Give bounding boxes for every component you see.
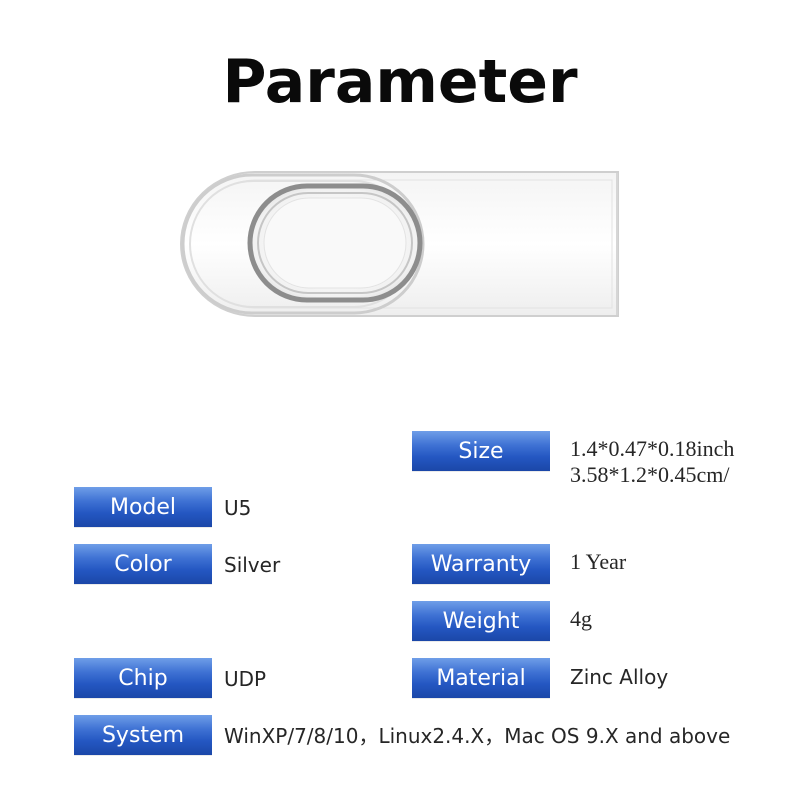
- weight-label: Weight: [412, 601, 550, 641]
- color-value: Silver: [224, 553, 281, 577]
- color-label: Color: [74, 544, 212, 584]
- usb-flash-drive-icon: [180, 171, 619, 317]
- warranty-label: Warranty: [412, 544, 550, 584]
- chip-value: UDP: [224, 667, 267, 691]
- system-value: WinXP/7/8/10，Linux2.4.X，Mac OS 9.X and a…: [224, 724, 731, 748]
- material-label: Material: [412, 658, 550, 698]
- weight-value: 4g: [570, 606, 592, 631]
- chip-label: Chip: [74, 658, 212, 698]
- size-value-cm: 3.58*1.2*0.45cm/: [570, 462, 730, 487]
- size-label: Size: [412, 431, 550, 471]
- model-label: Model: [74, 487, 212, 527]
- page-title: Parameter: [222, 47, 578, 117]
- system-label: System: [74, 715, 212, 755]
- model-value: U5: [224, 496, 252, 520]
- warranty-value: 1 Year: [570, 549, 627, 574]
- material-value: Zinc Alloy: [570, 665, 669, 689]
- size-value-inch: 1.4*0.47*0.18inch: [570, 436, 735, 461]
